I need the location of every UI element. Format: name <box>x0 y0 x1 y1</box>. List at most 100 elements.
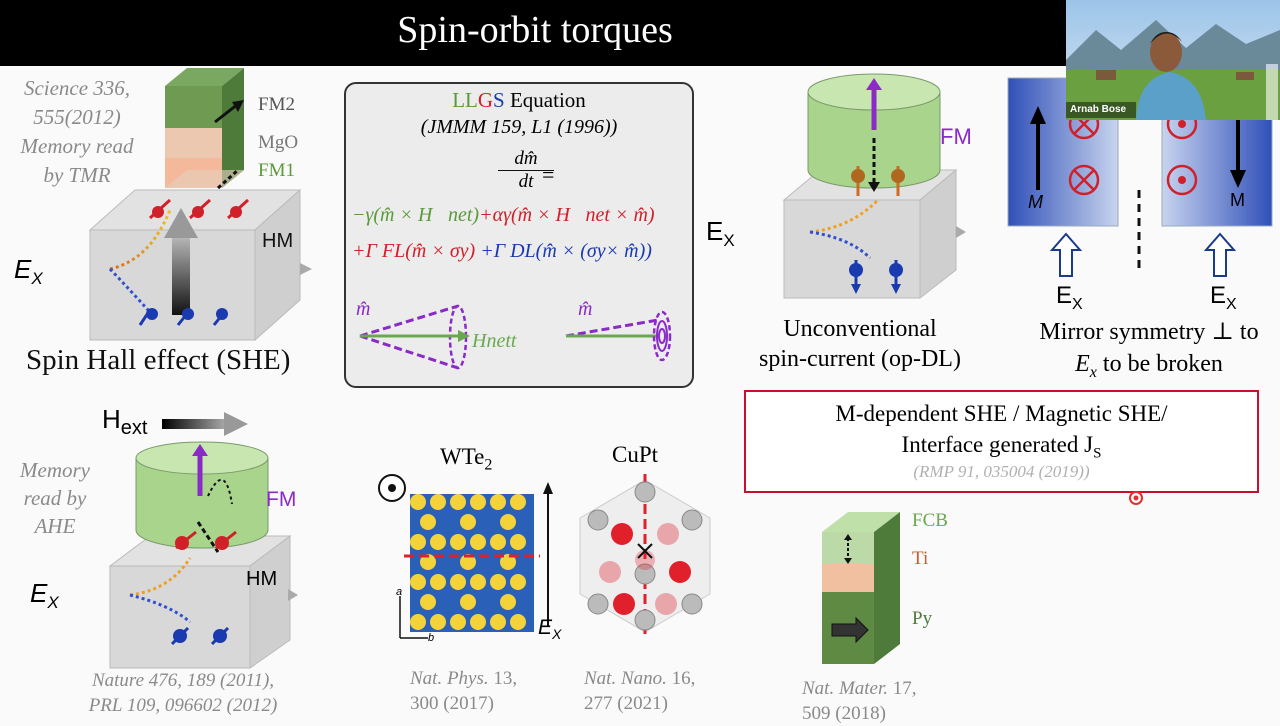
ahe-ref-line: read by <box>23 486 87 510</box>
mshe-line1: M-dependent SHE / Magnetic SHE/ <box>835 401 1168 426</box>
mirror-caption-line2: Ex to be broken <box>1020 348 1278 389</box>
llgs-lhs-num: dm̂ <box>498 148 554 171</box>
fcb-stack <box>822 512 900 664</box>
wte2-axis-a: a <box>396 586 403 598</box>
ahe-reference: Memory read by AHE <box>14 456 96 540</box>
ahe-citation: Nature 476, 189 (2011), PRL 109, 096602 … <box>60 668 306 718</box>
ahe-ref-line: Memory <box>20 458 90 482</box>
hext-arrow <box>162 412 248 436</box>
cone2-m-label: m̂ <box>578 298 593 320</box>
she-field-label: EX <box>14 254 43 289</box>
llgs-line1: −γ(m̂ × H⃗net)+αγ(m̂ × H⃗net × m̂) <box>352 204 655 227</box>
llgs-equals: = <box>542 162 555 187</box>
layer-mgo: MgO <box>258 132 299 153</box>
ahe-field-sub: X <box>47 593 59 613</box>
mirror-m-left: M <box>1028 192 1043 212</box>
llgs-title-s: S <box>493 88 505 112</box>
mirror-ex-right-e: E <box>1210 282 1227 309</box>
layer-fm1: FM1 <box>258 160 295 181</box>
mirror-ex-right: EX <box>1210 282 1237 314</box>
she-ref-line: 555(2012) <box>33 105 121 129</box>
mirror-caption-line1: Mirror symmetry ⊥ to <box>1039 319 1259 345</box>
mirror-caption-sub: x <box>1089 363 1097 381</box>
layer-fm2: FM2 <box>258 94 295 115</box>
mirror-m-right: M <box>1230 190 1245 210</box>
laser-pointer-icon <box>1129 491 1143 505</box>
she-field-e: E <box>14 254 32 284</box>
opdl-diagram <box>730 73 966 300</box>
webcam-feed <box>1066 0 1280 120</box>
opdl-field-e: E <box>706 216 724 246</box>
webcam-video-tile[interactable]: Arnab Bose <box>1066 0 1280 120</box>
mirror-caption: Mirror symmetry ⊥ to Ex to be broken <box>1020 316 1278 389</box>
mirror-caption-e: E <box>1075 351 1090 377</box>
she-ref-line: by TMR <box>43 163 111 187</box>
opdl-fm-label: FM <box>940 124 972 149</box>
layer-ti: Ti <box>912 548 929 569</box>
wte2-cite-pages: 300 (2017) <box>410 693 494 714</box>
mshe-cite-journal: Nat. Mater. <box>802 678 889 699</box>
layer-hm: HM <box>262 230 294 252</box>
llgs-line2: +Γ FL(m̂ × σy) +Γ DL(m̂ × (σy× m̂)) <box>352 240 652 263</box>
wte2-title: WTe2 <box>440 444 492 475</box>
wte2-cite-volume: 13, <box>488 668 518 689</box>
ahe-fm-label: FM <box>266 488 297 511</box>
mshe-cite-volume: 17, <box>888 678 917 699</box>
she-caption: Spin Hall effect (SHE) <box>26 344 291 376</box>
cupt-cite-journal: Nat. Nano. <box>584 668 667 689</box>
title-bar <box>0 0 1070 66</box>
opdl-caption-line: spin-current (op-DL) <box>759 346 961 372</box>
wte2-title-text: WTe <box>440 444 485 469</box>
mshe-cite-pages: 509 (2018) <box>802 703 886 724</box>
mshe-citation: Nat. Mater. 17, 509 (2018) <box>802 676 962 726</box>
mirror-ex-left-e: E <box>1056 282 1073 309</box>
mirror-ex-left-sub: X <box>1072 295 1083 313</box>
mirror-ex-right-sub: X <box>1226 295 1237 313</box>
wte2-field-label: EX <box>538 616 561 642</box>
wte2-field-sub: X <box>552 626 562 643</box>
llgs-lhs: dm̂ dt <box>498 148 554 193</box>
llgs-title-g: G <box>477 88 494 112</box>
cupt-cite-pages: 277 (2021) <box>584 693 668 714</box>
ahe-field-label: EX <box>30 578 59 613</box>
mshe-reference: (RMP 91, 035004 (2019)) <box>913 462 1090 481</box>
cone1-m-label: m̂ <box>356 298 371 320</box>
cupt-title: CuPt <box>612 442 659 467</box>
she-reference: Science 336, 555(2012) Memory read by TM… <box>12 74 142 190</box>
opdl-field-label: EX <box>706 216 735 251</box>
llgs-term-precession: −γ(m̂ × H⃗net) <box>352 204 480 226</box>
cone1-h-label: Hnett <box>472 330 517 352</box>
wte2-field-e: E <box>538 616 553 639</box>
ahe-cite-line: Nature 476, 189 (2011), <box>91 670 275 691</box>
webcam-resize-handle[interactable] <box>1266 64 1278 120</box>
she-diagram <box>40 68 312 342</box>
layer-fcb: FCB <box>912 510 948 531</box>
wte2-axis-b: b <box>428 632 435 644</box>
llgs-term-fieldlike: +Γ FL(m̂ × σy) <box>352 240 476 262</box>
llgs-title-ll: LL <box>452 88 478 112</box>
she-ref-line: Science 336, <box>23 76 131 100</box>
mirror-caption-rest: to be broken <box>1096 351 1223 377</box>
ahe-field-e: E <box>30 578 48 608</box>
wte2-title-sub: 2 <box>484 456 493 474</box>
mshe-line2-sub: S <box>1093 445 1102 462</box>
llgs-cone-diagram <box>359 304 672 370</box>
cupt-lattice <box>579 474 711 636</box>
participant-name: Arnab Bose <box>1070 104 1127 115</box>
llgs-lhs-den: dt <box>518 171 534 192</box>
ahe-diagram <box>50 441 298 669</box>
she-field-sub: X <box>31 269 43 289</box>
mshe-box <box>744 390 1259 493</box>
llgs-term-damping: +αγ(m̂ × H⃗net × m̂) <box>479 204 655 226</box>
llgs-title: LLGS Equation <box>346 88 692 113</box>
wte2-cite-journal: Nat. Phys. <box>410 668 489 689</box>
ahe-hm-label: HM <box>246 568 278 590</box>
ahe-h-label: Hext <box>102 404 147 440</box>
mshe-text: M-dependent SHE / Magnetic SHE/ Interfac… <box>746 398 1257 470</box>
ahe-h-sub: ext <box>120 417 148 440</box>
cupt-citation: Nat. Nano. 16, 277 (2021) <box>584 666 724 716</box>
llgs-title-rest: Equation <box>504 88 586 112</box>
opdl-field-sub: X <box>723 231 735 251</box>
mshe-line2-text: Interface generated J <box>901 432 1094 457</box>
llgs-reference: (JMMM 159, L1 (1996)) <box>420 116 618 138</box>
